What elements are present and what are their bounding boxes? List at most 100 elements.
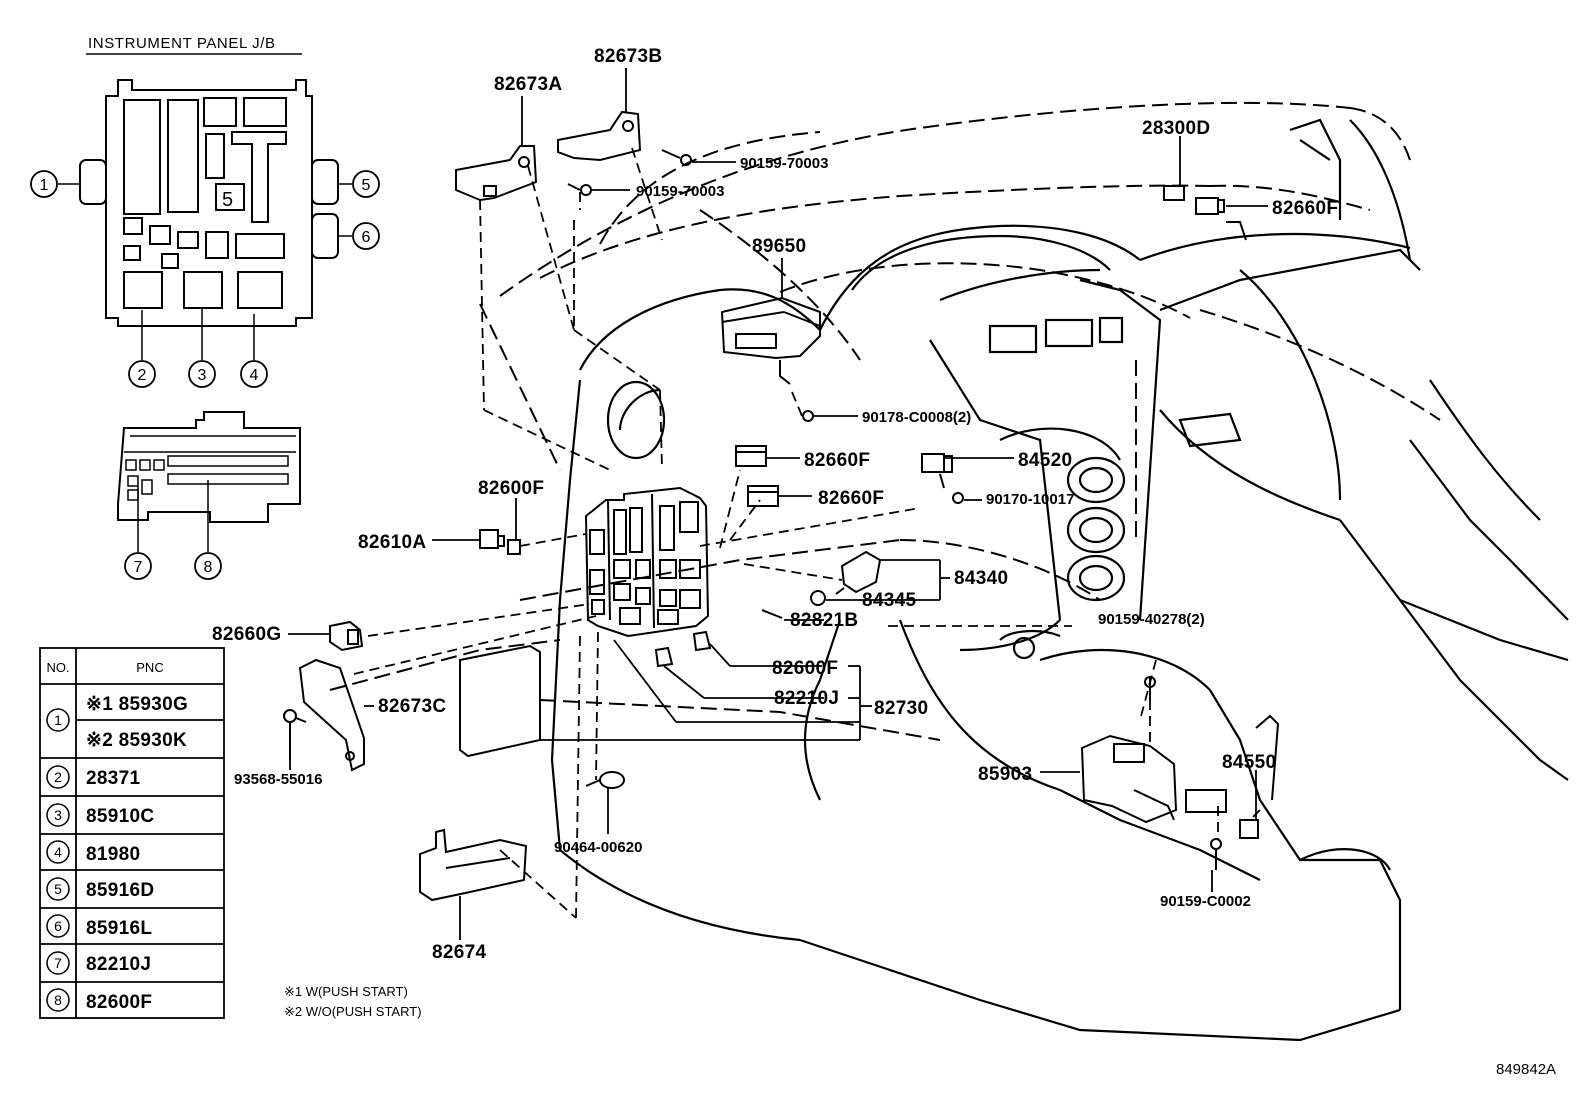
label-90159-40278: 90159-40278(2) [1098,611,1205,628]
table-header-no: NO. [46,660,69,675]
label-28300D: 28300D [1142,118,1210,139]
callout-2: 2 [128,360,156,388]
screw-90159-70003-a [661,149,692,166]
table-row-no: 4 [54,844,62,860]
part-84340-sensor [810,550,882,606]
table-row-no: 3 [54,807,62,823]
table-row-pnc: 82210J [86,954,151,975]
svg-text:3: 3 [198,367,207,384]
svg-text:1: 1 [40,177,49,194]
part-solid-leaders [288,68,1268,940]
svg-text:6: 6 [362,229,371,246]
label-82600F-a: 82600F [478,478,544,499]
table-row-no: 8 [54,992,62,1008]
svg-text:4: 4 [250,367,259,384]
part-dashed-leaders [353,147,1261,919]
footnotes: ※1 W(PUSH START) ※2 W/O(PUSH START) [284,984,422,1019]
part-82660F-a [735,445,767,467]
label-90464-00620: 90464-00620 [554,839,642,856]
dashboard-outline [329,101,1441,741]
label-82610A: 82610A [358,532,426,553]
jb-digit-5: 5 [222,189,233,211]
part-89650-ecu [720,296,821,422]
label-82673C: 82673C [378,696,446,717]
jb-callouts: 1 5 6 2 3 4 7 8 [30,170,380,580]
label-82730: 82730 [874,698,928,719]
part-82673B-bracket [557,110,642,162]
svg-text:2: 2 [138,367,147,384]
footnote-2: ※2 W/O(PUSH START) [284,1004,422,1019]
label-90170-10017: 90170-10017 [986,491,1074,508]
clip-90464-00620 [585,771,625,789]
label-93568-55016: 93568-55016 [234,771,322,788]
svg-text:5: 5 [362,177,371,194]
label-82660F-top: 82660F [1272,198,1338,219]
jb-title: INSTRUMENT PANEL J/B [88,35,276,52]
screw-90159-C0002 [1210,838,1222,870]
part-82674-tray [419,828,528,902]
table-row-numbers: 1 2 3 4 5 6 7 8 [46,708,70,1012]
part-28300D [1163,185,1185,201]
table-header-pnc: PNC [136,660,163,675]
label-82673A: 82673A [494,74,562,95]
main-junction-block [584,486,710,638]
footnote-1: ※1 W(PUSH START) [284,984,408,999]
table-row-pnc: ※1 85930G [86,694,188,715]
label-90159-70003-a: 90159-70003 [740,155,828,172]
label-84340: 84340 [954,568,1008,589]
label-90159-C0002: 90159-C0002 [1160,893,1251,910]
label-89650: 89650 [752,236,806,257]
table-row-pnc: 85916D [86,880,154,901]
callout-4: 4 [240,360,268,388]
table-row-pnc: 28371 [86,768,140,789]
part-82600F-b [692,630,712,652]
table-row-pnc: 81980 [86,844,140,865]
callout-6: 6 [352,222,380,250]
table-row-pnc: ※2 85930K [86,730,187,751]
callout-1: 1 [30,170,58,198]
svg-text:8: 8 [204,559,213,576]
junction-block-top-view: 5 [79,79,339,327]
jb-callout-leaders [58,183,352,552]
table-row-no: 2 [54,769,62,785]
label-82210J: 82210J [774,688,839,709]
label-82600F-b: 82600F [772,658,838,679]
label-84345: 84345 [862,590,916,611]
part-82821B [761,609,783,619]
part-85903-unit [1080,676,1178,824]
pnc-table: NO. PNC ※1 85930G ※2 85930K 28371 85910C… [39,647,225,1019]
junction-block-bottom-view [117,411,301,523]
part-82660F-b [747,485,779,507]
svg-text:7: 7 [134,559,143,576]
label-90178-C0008: 90178-C0008(2) [862,409,971,426]
table-row-pnc: 85916L [86,918,152,939]
table-row-pnc: 82600F [86,992,152,1013]
label-82821B: 82821B [790,610,858,631]
label-84520: 84520 [1018,450,1072,471]
table-row-no: 6 [54,918,62,934]
part-82673C-bracket [298,658,365,772]
part-82660G [329,620,364,652]
table-row-pnc: 85910C [86,806,154,827]
label-82660F-a: 82660F [804,450,870,471]
label-90159-70003-b: 90159-70003 [636,183,724,200]
part-82210J [654,646,674,668]
part-82600F-a [507,539,521,555]
dashboard-body [550,118,1569,1042]
label-82660G: 82660G [212,624,281,645]
label-84550: 84550 [1222,752,1276,773]
figure-code: 849842A [1496,1061,1556,1078]
part-labels: 82673B 82673A 90159-70003 90159-70003 28… [212,46,1338,963]
label-82673B: 82673B [594,46,662,67]
bolt-93568-55016 [283,709,307,760]
part-84550-switch [1185,714,1280,839]
part-82610A [479,529,505,549]
table-row-no: 5 [54,881,62,897]
screw-90159-70003-b [567,183,592,196]
part-82673A-bracket [455,145,538,202]
label-82674: 82674 [432,942,486,963]
part-82730-cover [459,644,541,758]
callout-5: 5 [352,170,380,198]
